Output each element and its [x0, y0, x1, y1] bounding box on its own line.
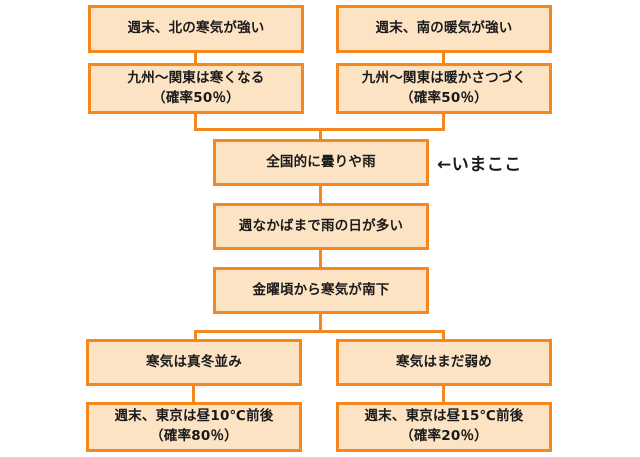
node-tokyo-10c-label: 週末、東京は昼10℃前後 （確率80％）: [114, 408, 274, 444]
connector-midwinter-to-tokyo-10: [192, 386, 195, 403]
connector-split-to-still-weak: [442, 330, 445, 342]
node-cold-north: 週末、北の寒気が強い: [88, 5, 304, 53]
connector-split-bar: [194, 330, 445, 333]
annotation-now-here: ←いまここ: [437, 155, 522, 175]
node-midwinter-cold: 寒気は真冬並み: [86, 339, 302, 386]
connector-kyushu-cold-down: [194, 114, 197, 131]
node-friday-cold: 金曜頃から寒気が南下: [213, 267, 429, 314]
connector-merge-to-cloudy-rain: [319, 128, 322, 142]
node-cold-north-label: 週末、北の寒気が強い: [127, 20, 265, 37]
connector-midweek-to-friday-cold: [319, 250, 322, 267]
connector-warm-south-to-kyushu-warm: [442, 53, 445, 63]
node-tokyo-15c: 週末、東京は昼15℃前後 （確率20％）: [336, 402, 552, 452]
node-kyushu-cold-label: 九州～関東は寒くなる （確率50％）: [127, 69, 265, 106]
node-warm-south: 週末、南の暖気が強い: [336, 5, 552, 53]
node-tokyo-10c: 週末、東京は昼10℃前後 （確率80％）: [86, 402, 302, 452]
connector-kyushu-warm-down: [442, 114, 445, 131]
connector-friday-cold-down: [319, 314, 322, 333]
node-midweek-rain: 週なかばまで雨の日が多い: [213, 203, 429, 250]
node-midweek-rain-label: 週なかばまで雨の日が多い: [238, 217, 404, 234]
node-warm-south-label: 週末、南の暖気が強い: [375, 20, 513, 37]
node-tokyo-15c-label: 週末、東京は昼15℃前後 （確率20％）: [364, 408, 524, 444]
connector-cold-north-to-kyushu-cold: [194, 53, 197, 63]
node-cloudy-rain-label: 全国的に曇りや雨: [266, 153, 376, 170]
node-kyushu-warm-label: 九州～関東は暖かさつづく （確率50％）: [361, 69, 527, 106]
node-kyushu-cold: 九州～関東は寒くなる （確率50％）: [88, 63, 304, 114]
node-cloudy-rain: 全国的に曇りや雨: [213, 139, 429, 186]
node-kyushu-warm: 九州～関東は暖かさつづく （確率50％）: [336, 63, 552, 114]
node-still-weak: 寒気はまだ弱め: [336, 339, 552, 386]
node-still-weak-label: 寒気はまだ弱め: [396, 353, 492, 370]
node-friday-cold-label: 金曜頃から寒気が南下: [252, 281, 390, 298]
connector-split-to-midwinter: [194, 330, 197, 342]
connector-still-weak-to-tokyo-15: [442, 386, 445, 403]
connector-cloudy-rain-to-midweek: [319, 186, 322, 203]
node-midwinter-cold-label: 寒気は真冬並み: [146, 353, 242, 370]
